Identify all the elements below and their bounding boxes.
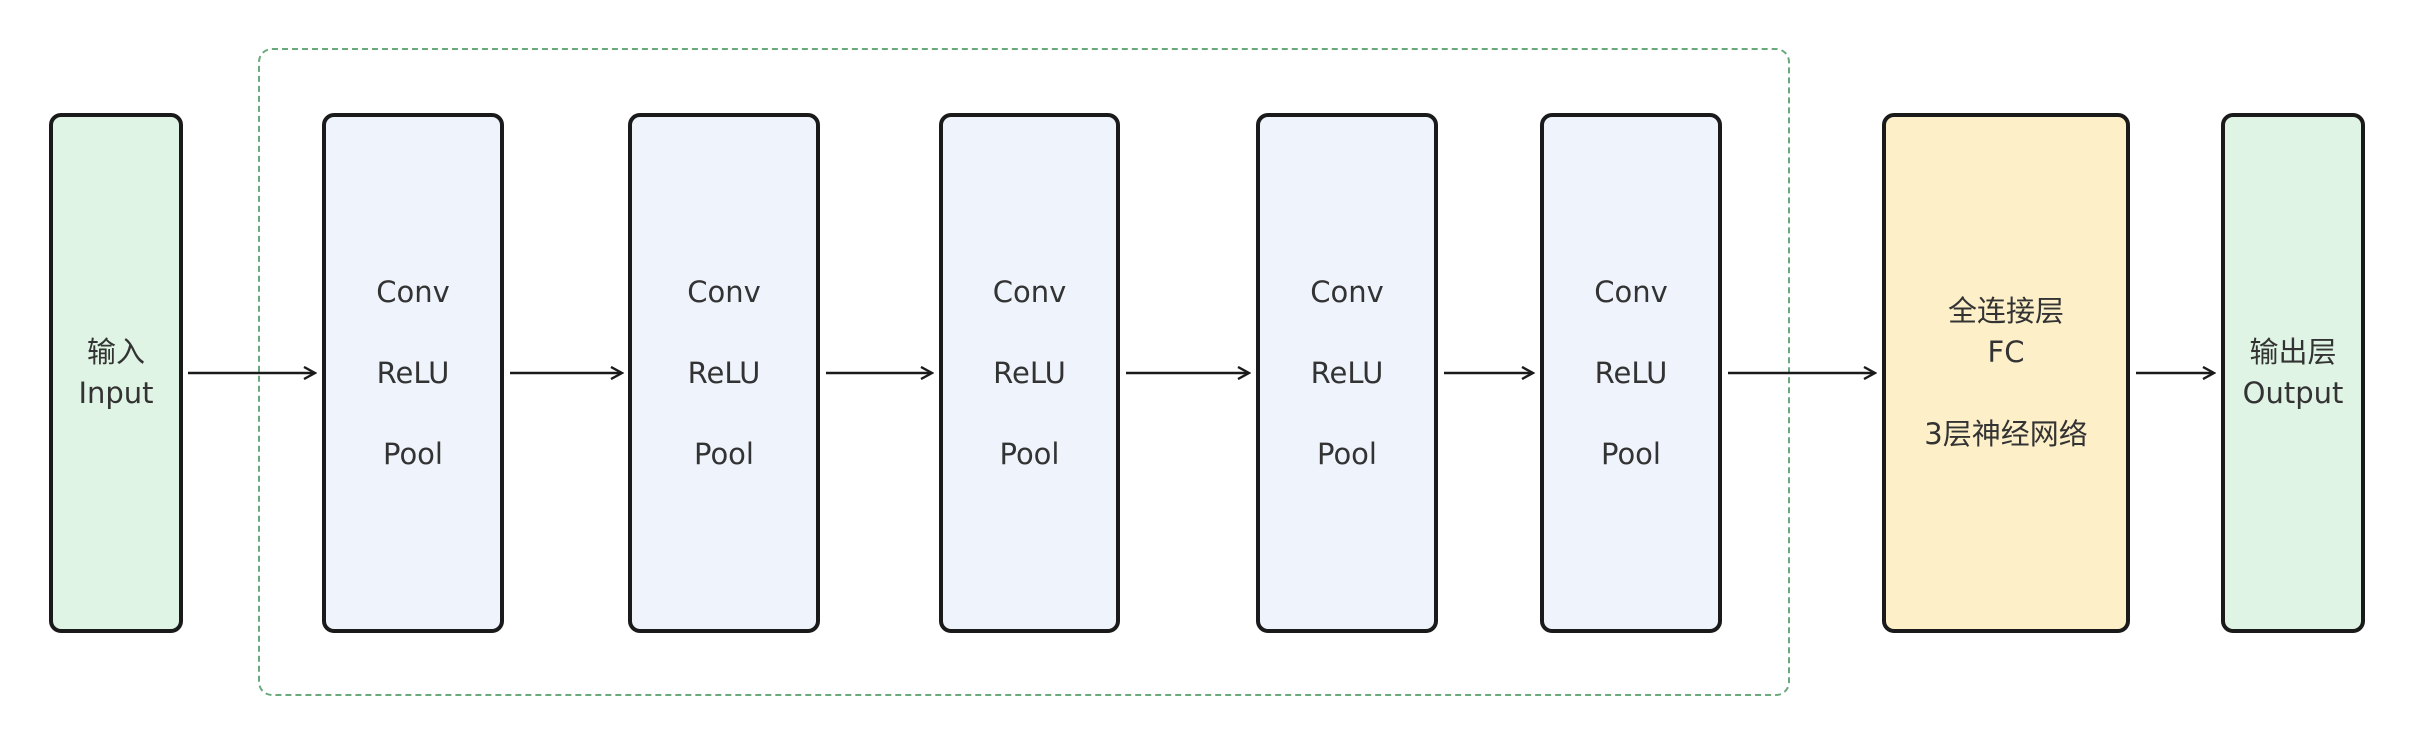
output-label-en: Output: [2242, 376, 2344, 410]
fc-label-desc: 3层神经网络: [1924, 417, 2088, 451]
conv-label: Conv: [1310, 274, 1384, 309]
conv-label: Conv: [687, 274, 761, 309]
input-block: 输入 Input: [49, 113, 183, 633]
fc-label-cn: 全连接层: [1947, 294, 2064, 328]
pool-label: Pool: [693, 436, 754, 471]
conv-label: Conv: [992, 274, 1067, 309]
conv-block-3: Conv ReLU Pool: [939, 113, 1120, 633]
output-label-cn: 输出层: [2249, 335, 2337, 369]
relu-label: ReLU: [1310, 355, 1384, 390]
pool-label: Pool: [1316, 436, 1377, 471]
pool-label: Pool: [999, 436, 1060, 471]
relu-label: ReLU: [993, 355, 1066, 390]
conv-label: Conv: [376, 274, 450, 309]
input-label-en: Input: [78, 376, 154, 410]
conv-block-2: Conv ReLU Pool: [628, 113, 820, 633]
relu-label: ReLU: [1594, 355, 1668, 390]
pool-label: Pool: [1600, 436, 1661, 471]
fc-label-en: FC: [1987, 335, 2025, 369]
fc-block: 全连接层 FC 3层神经网络: [1882, 113, 2130, 633]
relu-label: ReLU: [687, 355, 761, 390]
pool-label: Pool: [382, 436, 443, 471]
output-block: 输出层 Output: [2221, 113, 2365, 633]
conv-label: Conv: [1594, 274, 1668, 309]
input-label-cn: 输入: [86, 335, 145, 369]
relu-label: ReLU: [376, 355, 450, 390]
conv-block-4: Conv ReLU Pool: [1256, 113, 1438, 633]
conv-block-1: Conv ReLU Pool: [322, 113, 504, 633]
conv-block-5: Conv ReLU Pool: [1540, 113, 1722, 633]
